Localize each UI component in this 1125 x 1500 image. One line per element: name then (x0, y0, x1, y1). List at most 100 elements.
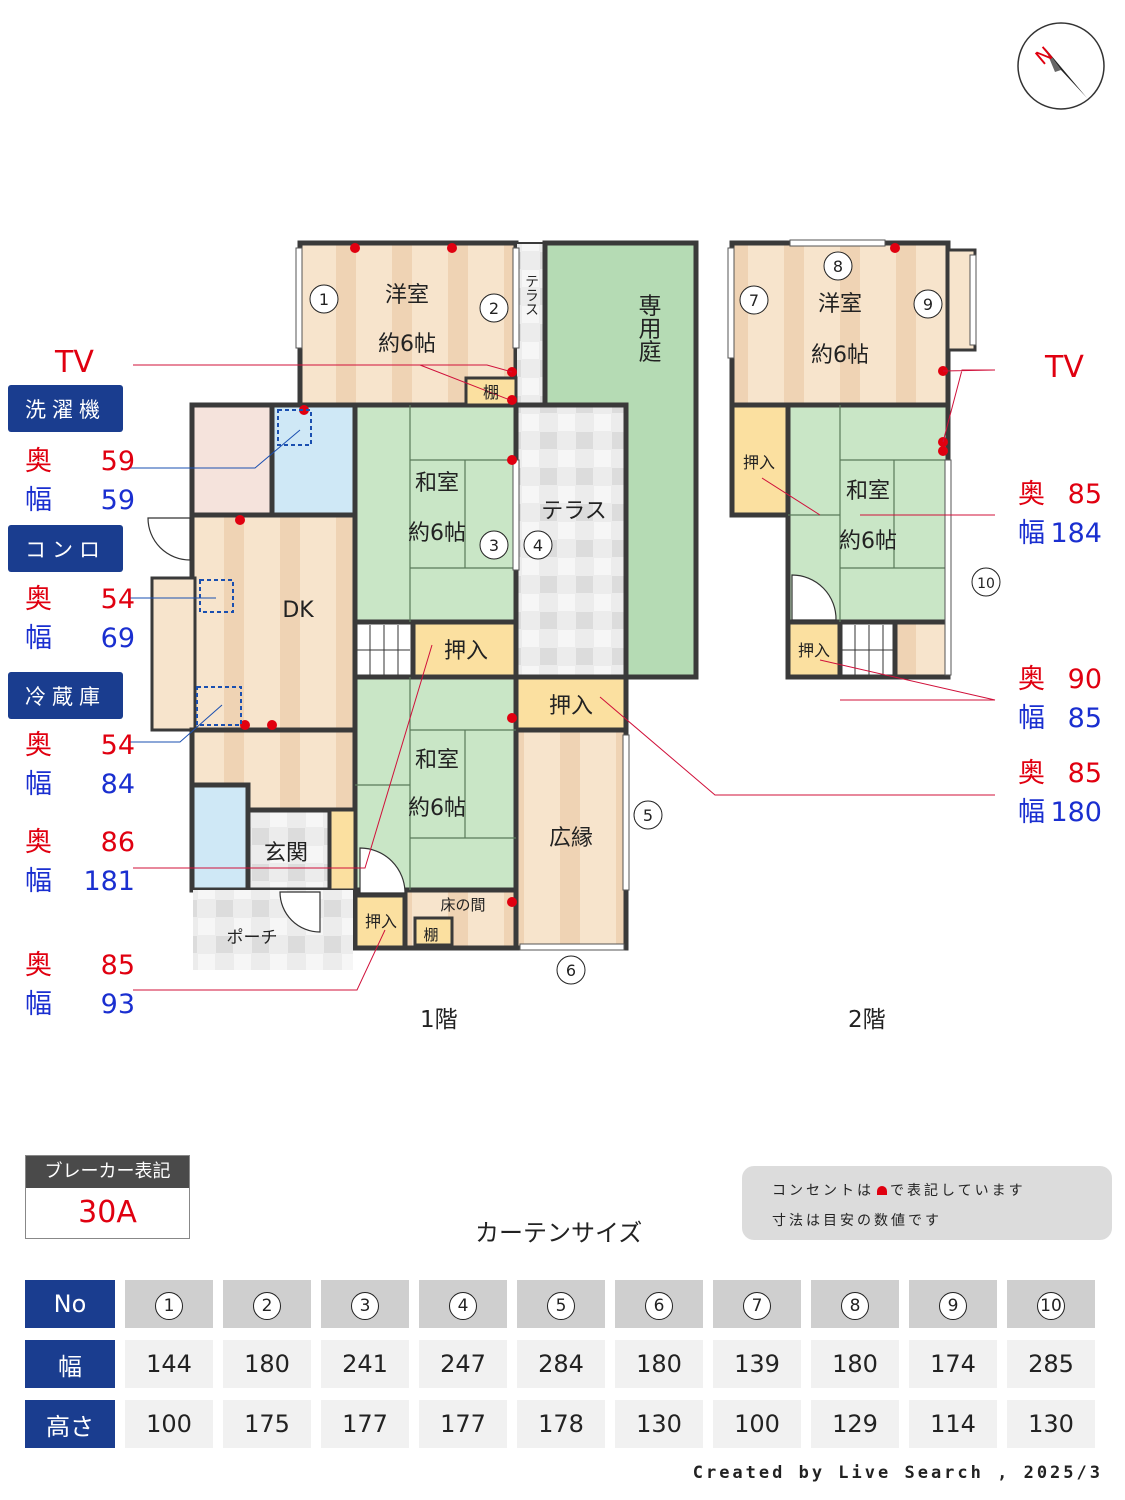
porch (193, 890, 353, 970)
window-marker-10: 10 (971, 567, 1001, 597)
window-marker-7: 7 (739, 285, 769, 315)
closet-2f-left (729, 402, 791, 518)
curtain-heights-cell: 178 (517, 1400, 605, 1448)
breaker-label: ブレーカー表記 (26, 1156, 189, 1188)
curtain-numbers-cell: 5 (517, 1280, 605, 1328)
curtain-numbers-cell: 3 (321, 1280, 409, 1328)
tv-label-right: TV (1045, 350, 1084, 385)
bathroom (189, 402, 275, 518)
curtain-heights-cell: 177 (321, 1400, 409, 1448)
curtain-numbers-cell: 7 (713, 1280, 801, 1328)
closet-entrance (328, 808, 357, 892)
curtain-widths-cell: 180 (615, 1340, 703, 1388)
window-number-badge: 4 (449, 1291, 477, 1320)
svg-text:1: 1 (319, 290, 329, 309)
curtain-widths-cell: 285 (1007, 1340, 1095, 1388)
svg-text:10: 10 (977, 576, 995, 592)
window-number-badge: 2 (253, 1291, 281, 1320)
curtain-widths-cell: 180 (811, 1340, 899, 1388)
washroom (269, 402, 358, 518)
toilet (189, 782, 251, 893)
curtain-widths-cell: 247 (419, 1340, 507, 1388)
svg-text:押入: 押入 (444, 639, 488, 664)
svg-text:和室: 和室 (415, 748, 459, 773)
svg-text:7: 7 (749, 291, 759, 310)
window-marker-6: 6 (556, 955, 586, 985)
curtain-heights-cell: 114 (909, 1400, 997, 1448)
svg-text:押入: 押入 (798, 641, 830, 660)
fridge-label: 冷蔵庫 (8, 672, 123, 719)
window-marker-2: 2 (479, 293, 509, 323)
svg-text:広縁: 広縁 (549, 826, 593, 851)
curtain-numbers-cell: 4 (419, 1280, 507, 1328)
window-marker-8: 8 (823, 251, 853, 281)
outlet-icon (877, 1186, 887, 1195)
terrace-narrow (515, 242, 546, 406)
room-name: 洋室 (385, 283, 429, 308)
curtain-widths-cell: 174 (909, 1340, 997, 1388)
curtain-heights-cell: 175 (223, 1400, 311, 1448)
curtain-numbers-cell: 6 (615, 1280, 703, 1328)
svg-text:8: 8 (833, 257, 843, 276)
tv-label-left: TV (55, 345, 94, 380)
curtain-heights-cell: 130 (1007, 1400, 1095, 1448)
window-marker-1: 1 (309, 284, 339, 314)
washer-label: 洗濯機 (8, 385, 123, 432)
closet-2f-bottom (785, 619, 843, 680)
dk-room (189, 512, 358, 733)
window-number-badge: 9 (939, 1291, 967, 1320)
terrace (513, 402, 629, 680)
window-number-badge: 10 (1037, 1291, 1065, 1320)
kitchen-counter (150, 576, 197, 732)
curtain-widths-cell: 144 (125, 1340, 213, 1388)
svg-text:約6帖: 約6帖 (811, 343, 869, 368)
window-number-badge: 1 (155, 1291, 183, 1320)
curtain-numbers-cell: 1 (125, 1280, 213, 1328)
curtain-numbers-cell: 2 (223, 1280, 311, 1328)
breaker-box: ブレーカー表記 30A (25, 1155, 190, 1239)
floor-2-label: 2階 (848, 1007, 886, 1033)
notes-box: コンセントはで表記しています 寸法は目安の数値です (742, 1166, 1112, 1240)
window-marker-3: 3 (479, 530, 509, 560)
room-size: 約6帖 (378, 332, 436, 357)
window-number-badge: 8 (841, 1291, 869, 1320)
svg-text:床の間: 床の間 (440, 896, 485, 914)
window-number-badge: 7 (743, 1291, 771, 1320)
window-number-badge: 6 (645, 1291, 673, 1320)
curtain-widths-cell: 241 (321, 1340, 409, 1388)
closet-bottom (352, 892, 408, 951)
curtain-heights-cell: 177 (419, 1400, 507, 1448)
curtain-heights-cell: 100 (713, 1400, 801, 1448)
footer-credit: Created by Live Search , 2025/3 (692, 1463, 1103, 1483)
svg-text:和室: 和室 (415, 471, 459, 496)
window-number-badge: 3 (351, 1291, 379, 1320)
japanese-room-upper (352, 402, 519, 625)
floor-1-label: 1階 (420, 1007, 458, 1033)
svg-text:ポーチ: ポーチ (227, 928, 278, 948)
header-height: 高さ (25, 1400, 115, 1448)
stove-label: コンロ (8, 525, 123, 572)
hallway-2f (892, 619, 951, 680)
svg-text:棚: 棚 (423, 926, 438, 944)
svg-text:テラス: テラス (541, 499, 607, 524)
svg-text:専用庭: 専用庭 (634, 294, 662, 363)
curtain-numbers-cell: 9 (909, 1280, 997, 1328)
shelf-bottom (413, 916, 454, 947)
curtain-numbers-cell: 8 (811, 1280, 899, 1328)
window-marker-5: 5 (633, 800, 663, 830)
engawa (513, 727, 629, 951)
svg-text:9: 9 (923, 295, 933, 314)
svg-text:5: 5 (643, 806, 653, 825)
svg-text:2: 2 (489, 299, 499, 318)
svg-text:棚: 棚 (483, 383, 499, 402)
svg-text:押入: 押入 (743, 453, 775, 472)
svg-text:約6帖: 約6帖 (408, 796, 466, 821)
svg-text:DK: DK (282, 598, 314, 623)
